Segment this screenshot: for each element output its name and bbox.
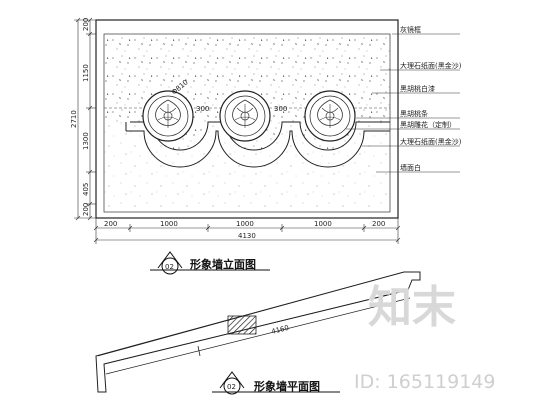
- white-panel-lower: [104, 122, 390, 212]
- plan-detail-symbol: [223, 377, 241, 395]
- dim-bottom-1: 1000: [160, 220, 178, 228]
- elevation-title: 形象墙立面图: [190, 257, 256, 271]
- callout-2: 大理石纸面(黑金沙): [400, 61, 462, 70]
- plan-title-block: 02 形象墙平面图: [212, 371, 340, 395]
- dim-left-4: 405: [82, 183, 90, 196]
- rosette-2: [219, 90, 271, 142]
- detail-symbol-number: 02: [165, 263, 174, 271]
- svg-text:300: 300: [196, 105, 209, 113]
- plan-detail-symbol-number: 02: [227, 383, 236, 391]
- bottom-dimensions: [93, 218, 401, 244]
- callout-1: 灰镜框: [400, 25, 421, 34]
- wave-trim-outer: [126, 130, 390, 168]
- callout-3: 黑胡桃白漆: [400, 84, 435, 93]
- dim-left-0: 200: [82, 18, 90, 31]
- plan-dim-total: 4160: [271, 324, 290, 336]
- dim-left-total: 2710: [70, 110, 78, 128]
- callout-6: 大理石纸面(黑金沙): [400, 137, 462, 146]
- plan-title: 形象墙平面图: [254, 379, 320, 393]
- dim-bottom-0: 200: [104, 220, 117, 228]
- watermark-id: ID: 165119149: [354, 371, 495, 393]
- callout-4: 黑胡桃条: [400, 109, 428, 118]
- elevation-title-block: 02 形象墙立面图: [150, 251, 270, 275]
- watermark: 知末 ID: 165119149: [354, 282, 495, 393]
- plan-hatched-block: [227, 315, 257, 335]
- watermark-logo: 知末: [368, 282, 456, 333]
- dim-bottom-3: 1000: [314, 220, 332, 228]
- dim-left-1: 1150: [82, 64, 90, 82]
- wave-trim: [130, 121, 390, 151]
- left-dimensions: [74, 17, 96, 221]
- svg-text:300: 300: [274, 105, 287, 113]
- dim-bottom-2: 1000: [236, 220, 254, 228]
- rosette-3: [304, 90, 356, 142]
- elevation-view: Φ810 300 300 灰镜框 大理石纸面(黑金沙) 黑胡桃白漆 黑胡桃条 黑…: [70, 17, 462, 275]
- dim-left-3: 1300: [82, 132, 90, 150]
- callout-list: 灰镜框 大理石纸面(黑金沙) 黑胡桃白漆 黑胡桃条 黑胡雕花（定制） 大理石纸面…: [400, 25, 462, 172]
- dim-left-5: 200: [82, 203, 90, 216]
- plan-view: 4160 02 形象墙平面图: [95, 271, 421, 395]
- rosette-1: [142, 90, 194, 142]
- callout-5: 黑胡雕花（定制）: [400, 120, 456, 129]
- callout-7: 墙面白: [400, 163, 421, 172]
- dim-bottom-4: 200: [372, 220, 385, 228]
- dim-bottom-total: 4130: [238, 232, 256, 240]
